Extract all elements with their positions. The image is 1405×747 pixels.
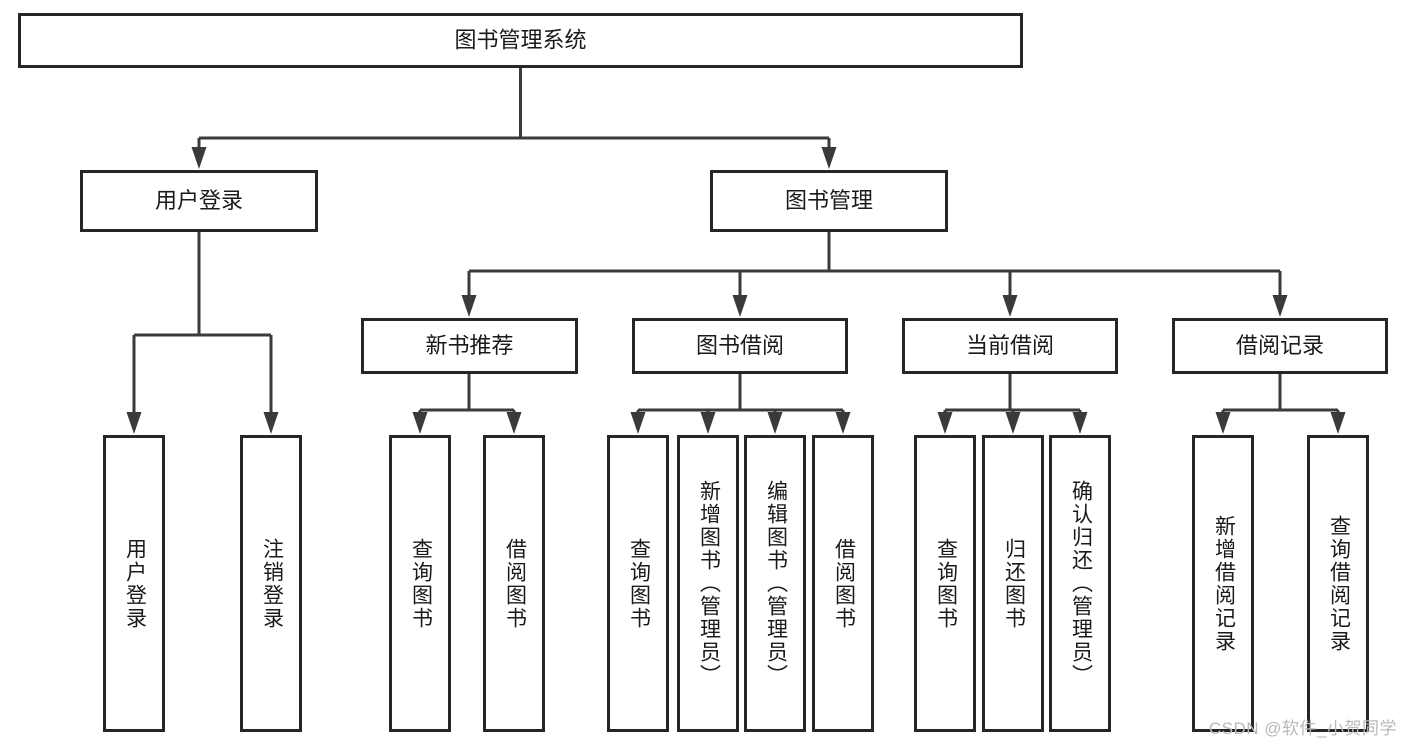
arrowhead-nb-leaf-1 (412, 412, 428, 434)
root-node-1-box[interactable] (18, 13, 1023, 68)
root-node-1-label: 图书管理系统 (454, 27, 586, 52)
leaf-node-9-box[interactable] (914, 435, 976, 732)
level2-node-2-label: 图书管理 (785, 188, 873, 213)
leaf-node-10-box[interactable] (982, 435, 1044, 732)
arrowhead-bb-leaf-1 (630, 412, 646, 434)
leaf-node-3-box[interactable] (389, 435, 451, 732)
arrowhead-cb-leaf-2 (1005, 412, 1021, 434)
arrowhead-bb-leaf-3 (767, 412, 783, 434)
arrowhead-bus-to-user-login (191, 147, 207, 169)
level3-node-1-label: 新书推荐 (425, 333, 513, 358)
level3-node-4-label: 借阅记录 (1236, 333, 1324, 358)
leaf-node-1-box[interactable] (103, 435, 165, 732)
arrowhead-to-leaf-logout (263, 412, 279, 434)
arrowhead-cb-leaf-3 (1072, 412, 1088, 434)
leaf-node-2-box[interactable] (240, 435, 302, 732)
arrowhead-rec-leaf-2 (1330, 412, 1346, 434)
node-boxes (18, 13, 1388, 732)
leaf-node-8-box[interactable] (812, 435, 874, 732)
arrowhead-to-current-borrow (1002, 295, 1018, 317)
leaf-node-6-box[interactable] (677, 435, 739, 732)
arrowhead-to-leaf-user-login (126, 412, 142, 434)
level3-node-3-box[interactable] (902, 318, 1118, 374)
arrowhead-rec-leaf-1 (1215, 412, 1231, 434)
level2-node-1-label: 用户登录 (155, 188, 243, 213)
arrowhead-to-borrow-book (732, 295, 748, 317)
arrowhead-to-new-book (461, 295, 477, 317)
arrowhead-to-borrow-record (1272, 295, 1288, 317)
level3-node-3-label: 当前借阅 (966, 333, 1054, 358)
arrowhead-nb-leaf-2 (506, 412, 522, 434)
leaf-node-7-box[interactable] (744, 435, 806, 732)
leaf-node-5-box[interactable] (607, 435, 669, 732)
level2-node-1-box[interactable] (80, 170, 318, 232)
leaf-node-13-box[interactable] (1307, 435, 1369, 732)
level3-node-1-box[interactable] (361, 318, 578, 374)
arrowhead-bb-leaf-4 (835, 412, 851, 434)
watermark: CSDN @软件_小贺同学 (1208, 719, 1397, 738)
level3-node-2-label: 图书借阅 (696, 333, 784, 358)
leaf-node-4-box[interactable] (483, 435, 545, 732)
level3-node-2-box[interactable] (632, 318, 848, 374)
leaf-node-12-box[interactable] (1192, 435, 1254, 732)
connector-edges (126, 68, 1346, 434)
arrowhead-bus-to-book-mgmt (821, 147, 837, 169)
arrowhead-bb-leaf-2 (700, 412, 716, 434)
arrowhead-cb-leaf-1 (937, 412, 953, 434)
leaf-node-11-box[interactable] (1049, 435, 1111, 732)
level3-node-4-box[interactable] (1172, 318, 1388, 374)
level2-node-2-box[interactable] (710, 170, 948, 232)
